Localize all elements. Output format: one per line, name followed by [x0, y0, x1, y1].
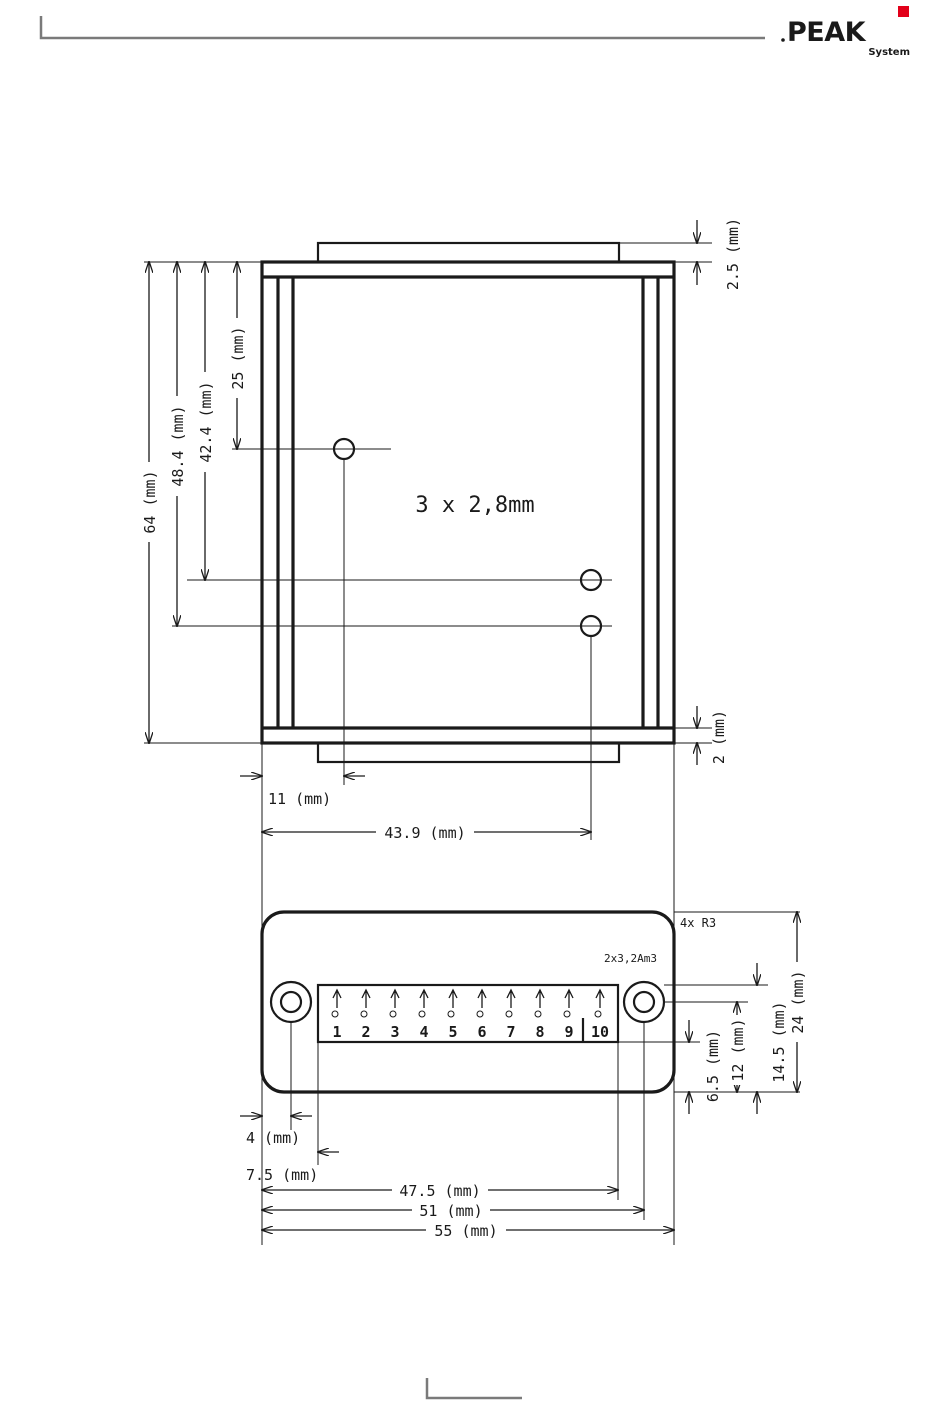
- dim-2-5: 2.5 (mm): [724, 218, 742, 290]
- pin-7: 7: [506, 990, 516, 1041]
- svg-text:10: 10: [591, 1023, 609, 1041]
- svg-text:9: 9: [564, 1023, 573, 1041]
- dim-42-4: 42.4 (mm): [197, 381, 215, 462]
- dim-24: 24 (mm): [789, 970, 807, 1033]
- dim-7-5: 7.5 (mm): [246, 1166, 318, 1184]
- dim-48-4: 48.4 (mm): [169, 405, 187, 486]
- dim-25: 25 (mm): [229, 326, 247, 389]
- pin-8: 8: [535, 990, 545, 1041]
- screw-right-outer: [624, 982, 664, 1022]
- logo-brand-text: PEAK: [787, 17, 867, 48]
- terminal-pins: 1 2 3 4 5 6 7 8 9 10: [332, 990, 609, 1041]
- dim-43-9: 43.9 (mm): [384, 824, 465, 842]
- header-rule: [41, 16, 765, 38]
- pin-1: 1: [332, 990, 342, 1041]
- front-view: 1 2 3 4 5 6 7 8 9 10 4x R3 2x3,2Am3 4 (m…: [240, 912, 807, 1240]
- dim-51: 51 (mm): [419, 1202, 482, 1220]
- dim-2: 2 (mm): [710, 710, 728, 764]
- logo-accent-square: [898, 6, 909, 17]
- svg-text:5: 5: [448, 1023, 457, 1041]
- pin-2: 2: [361, 990, 371, 1041]
- peak-logo: PEAK System: [781, 6, 910, 58]
- dim-11: 11 (mm): [268, 790, 331, 808]
- dim-55: 55 (mm): [434, 1222, 497, 1240]
- footer-mark: [427, 1378, 522, 1398]
- pin-5: 5: [448, 990, 458, 1041]
- dim-6-5: 6.5 (mm): [704, 1030, 722, 1102]
- svg-text:1: 1: [332, 1023, 341, 1041]
- radius-label: 4x R3: [680, 916, 716, 930]
- dim-12: 12 (mm): [729, 1018, 747, 1081]
- svg-text:2: 2: [361, 1023, 370, 1041]
- screw-left-inner: [281, 992, 301, 1012]
- dim-4: 4 (mm): [246, 1129, 300, 1147]
- pin-3: 3: [390, 990, 400, 1041]
- svg-text:6: 6: [477, 1023, 486, 1041]
- top-connector-tab: [318, 243, 619, 262]
- front-housing: [262, 912, 674, 1092]
- pin-9: 9: [564, 990, 574, 1041]
- pin-10: 10: [591, 990, 609, 1041]
- dim-47-5: 47.5 (mm): [399, 1182, 480, 1200]
- svg-text:4: 4: [419, 1023, 428, 1041]
- hole-label: 3 x 2,8mm: [415, 493, 534, 518]
- pin-4: 4: [419, 990, 429, 1041]
- bottom-connector-tab: [318, 743, 619, 762]
- svg-text:8: 8: [535, 1023, 544, 1041]
- svg-text:7: 7: [506, 1023, 515, 1041]
- screw-left-outer: [271, 982, 311, 1022]
- dim-14-5: 14.5 (mm): [770, 1001, 788, 1082]
- svg-text:3: 3: [390, 1023, 399, 1041]
- pin-6: 6: [477, 990, 487, 1041]
- logo-sub-text: System: [868, 47, 910, 58]
- screw-right-inner: [634, 992, 654, 1012]
- dim-64: 64 (mm): [141, 470, 159, 533]
- screw-label: 2x3,2Am3: [604, 952, 657, 965]
